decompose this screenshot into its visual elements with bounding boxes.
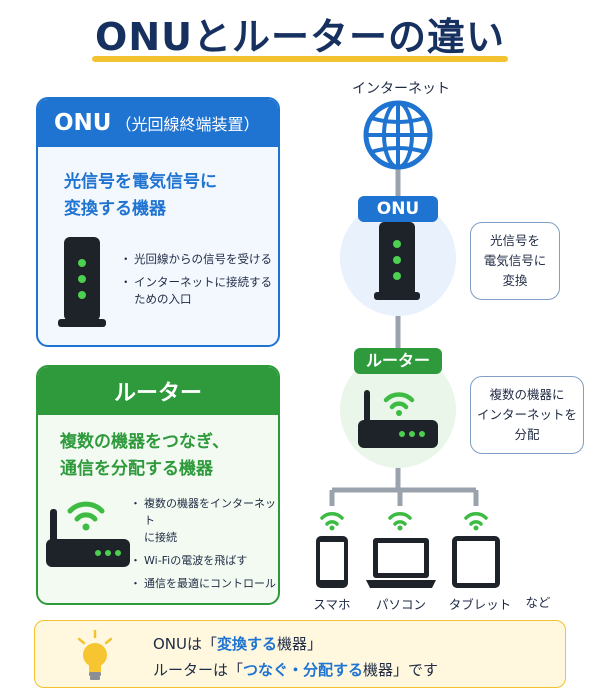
- device-label-tablet: タブレット: [448, 597, 512, 612]
- wifi-icon-dot: [397, 525, 403, 531]
- router-headline-line2: 通信を分配する機器: [60, 459, 213, 479]
- page-title: ONUとルーターの違い: [95, 15, 505, 59]
- router-node-label: ルーター: [354, 348, 442, 374]
- device-label-pc: パソコン: [375, 597, 426, 612]
- laptop-icon: [366, 538, 436, 588]
- onu-node-label: ONU: [358, 196, 438, 222]
- summary-line-2: ルーターは「つなぐ・分配する機器」です: [153, 661, 439, 679]
- wifi-icon: [320, 512, 344, 526]
- onu-card-title: ONU: [54, 110, 112, 136]
- onu-card-subtitle: （光回線終端装置）: [115, 115, 260, 134]
- onu-node-device-icon: [374, 222, 420, 300]
- wifi-icon-dot: [329, 525, 335, 531]
- wifi-icon: [464, 512, 488, 526]
- device-label-smartphone: スマホ: [313, 597, 351, 612]
- onu-description-bubble: 光信号を 電気信号に 変換: [470, 222, 560, 300]
- smartphone-icon: [316, 536, 348, 588]
- onu-bullet: 光回線からの信号を受ける: [120, 251, 272, 268]
- router-card-header: ルーター: [38, 367, 278, 415]
- tablet-icon: [452, 536, 500, 588]
- device-label-etc: など: [525, 595, 551, 610]
- onu-card-header: ONU （光回線終端装置）: [38, 99, 278, 147]
- globe-icon: [363, 100, 433, 170]
- title-underline: [92, 56, 508, 62]
- onu-card-headline: 光信号を電気信号に 変換する機器: [64, 169, 217, 223]
- lightbulb-icon: [77, 629, 113, 680]
- router-bullet: 通信を最適にコントロール: [130, 575, 278, 592]
- router-bullet: Wi-Fiの電波を飛ばす: [130, 552, 278, 569]
- summary-box: ONUは「変換する機器」 ルーターは「つなぐ・分配する機器」です: [34, 620, 566, 688]
- router-description-bubble: 複数の機器に インターネットを 分配: [470, 376, 584, 454]
- summary-line-1: ONUは「変換する機器」: [153, 635, 323, 653]
- router-card-headline: 複数の機器をつなぎ、 通信を分配する機器: [60, 429, 229, 483]
- internet-label: インターネット: [352, 81, 450, 97]
- onu-device-icon: [58, 237, 106, 327]
- wifi-icon: [388, 512, 412, 526]
- router-card: ルーター 複数の機器をつなぎ、 通信を分配する機器 複数の機器をインターネットに…: [36, 365, 280, 605]
- onu-headline-line1: 光信号を電気信号に: [64, 172, 217, 192]
- router-device-icon: [46, 501, 130, 567]
- onu-card: ONU （光回線終端装置） 光信号を電気信号に 変換する機器 光回線からの信号を…: [36, 97, 280, 347]
- network-diagram: [316, 100, 500, 588]
- onu-headline-line2: 変換する機器: [64, 199, 166, 219]
- wifi-icon-dot: [473, 525, 479, 531]
- router-headline-line1: 複数の機器をつなぎ、: [60, 432, 230, 452]
- router-node-device-icon: [358, 390, 438, 448]
